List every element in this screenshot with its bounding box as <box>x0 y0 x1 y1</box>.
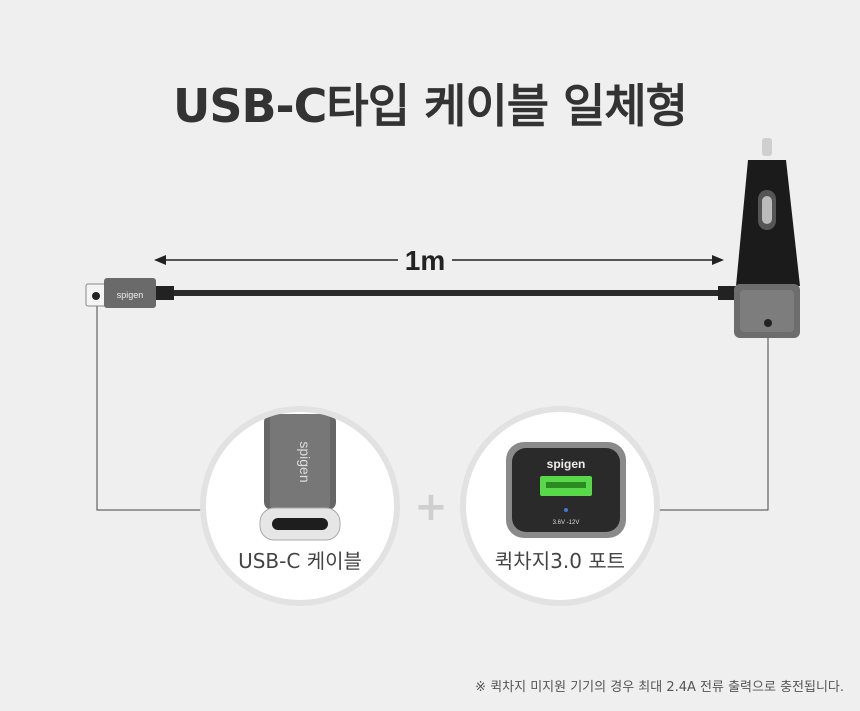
cable-strain-relief-left <box>154 286 174 300</box>
usb-c-plug-small: spigen <box>85 278 156 308</box>
voltage-label: 3.6V -12V <box>553 520 580 526</box>
brand-logo-plug: spigen <box>297 441 313 482</box>
quick-charge-port-card: spigen 3.6V -12V 퀵차지3.0 포트 <box>460 406 660 606</box>
car-charger <box>734 138 800 338</box>
usb-c-plug-image: spigen <box>259 414 341 541</box>
length-label: 1m <box>405 245 445 276</box>
usb-c-cable-label: USB-C 케이블 <box>238 549 362 573</box>
charger-face-image: spigen 3.6V -12V <box>506 442 626 538</box>
page-title: USB-C타입 케이블 일체형 <box>173 79 688 133</box>
right-leader-line <box>655 323 769 511</box>
length-arrow: 1m <box>154 245 724 276</box>
footnote: ※ 퀵차지 미지원 기기의 경우 최대 2.4A 전류 출력으로 충전됩니다. <box>475 680 844 695</box>
brand-logo-charger: spigen <box>547 457 586 471</box>
usb-c-cable-card: spigen USB-C 케이블 <box>200 406 400 606</box>
left-leader-line <box>96 296 205 511</box>
plus-icon: + <box>414 484 448 530</box>
quick-charge-port-label: 퀵차지3.0 포트 <box>494 549 626 573</box>
brand-logo-small: spigen <box>117 290 144 300</box>
cable <box>156 290 726 296</box>
cable-strain-relief-right <box>718 286 736 300</box>
